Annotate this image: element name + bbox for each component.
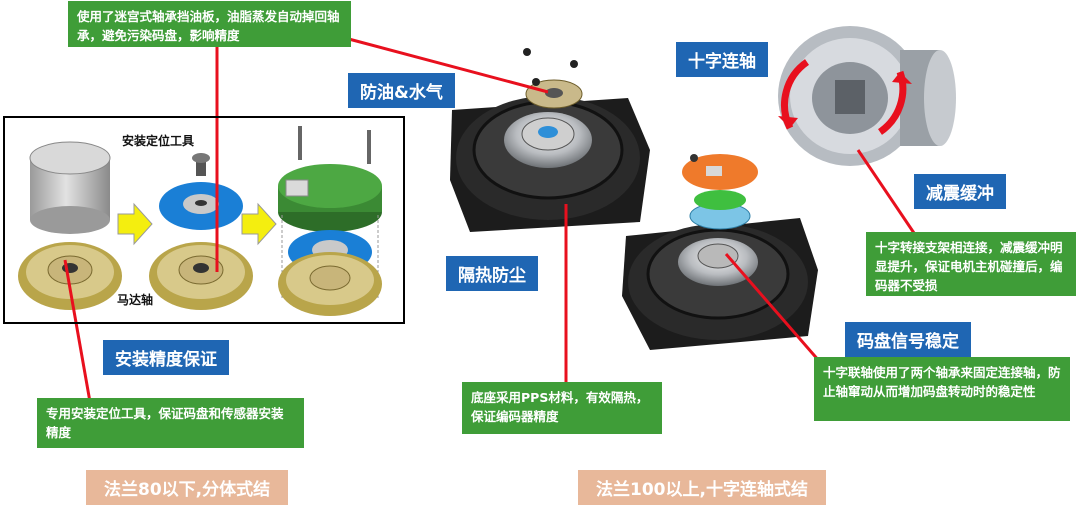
encoder-base-small bbox=[622, 154, 818, 350]
footer-right: 法兰100以上,十字连轴式结 bbox=[578, 470, 826, 505]
label-oil-water: 防油&水气 bbox=[348, 73, 455, 108]
footer-left: 法兰80以下,分体式结 bbox=[86, 470, 289, 505]
middle-assembly bbox=[149, 153, 253, 310]
arrow-right-1 bbox=[117, 202, 153, 246]
callout-positioning-tool: 专用安装定位工具，保证码盘和传感器安装精度 bbox=[37, 398, 304, 448]
install-tool-panel bbox=[3, 116, 405, 324]
callout-cross-coupling: 十字联轴使用了两个轴承来固定连接轴，防止轴窜动从而增加码盘转动时的稳定性 bbox=[814, 357, 1070, 421]
callout-pps-base: 底座采用PPS材料，有效隔热，保证编码器精度 bbox=[462, 382, 662, 434]
arrow-right-2 bbox=[241, 202, 277, 246]
right-assembly bbox=[278, 126, 382, 316]
label-install-precision: 安装精度保证 bbox=[103, 340, 229, 375]
tool-label: 安装定位工具 bbox=[122, 134, 195, 148]
cross-coupling-photo bbox=[778, 26, 956, 166]
positioning-tool-drawing bbox=[29, 141, 111, 234]
callout-cross-bracket: 十字转接支架相连接，减震缓冲明显提升，保证电机主机碰撞后，编码器不受损 bbox=[866, 232, 1076, 296]
leader-lines bbox=[63, 36, 918, 403]
label-cross-shaft: 十字连轴 bbox=[676, 42, 768, 77]
label-encoder-signal: 码盘信号稳定 bbox=[845, 322, 971, 357]
label-damping: 减震缓冲 bbox=[914, 174, 1006, 209]
encoder-base-large bbox=[450, 48, 650, 232]
callout-labyrinth: 使用了迷宫式轴承挡油板，油脂蒸发自动掉回轴承，避免污染码盘，影响精度 bbox=[68, 1, 351, 47]
motor-shaft-label: 马达轴 bbox=[117, 293, 154, 307]
label-heat-dust: 隔热防尘 bbox=[446, 256, 538, 291]
flange-plate-left bbox=[18, 242, 122, 310]
